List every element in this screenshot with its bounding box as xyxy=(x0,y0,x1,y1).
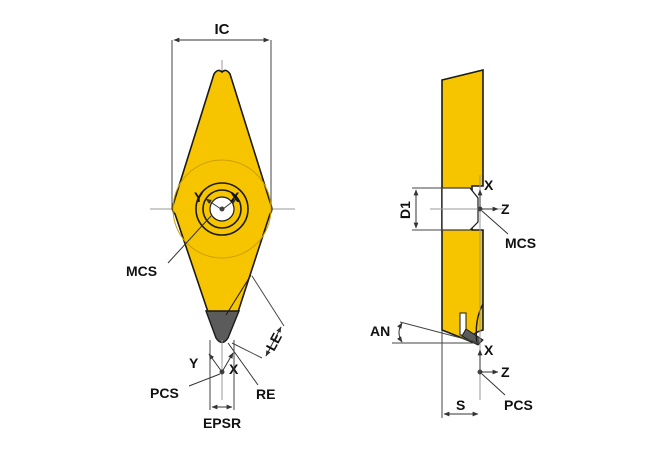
ic-label: IC xyxy=(215,21,230,38)
cutting-tip xyxy=(204,310,241,344)
mcs-origin-point xyxy=(219,206,225,212)
top-view: IC Y X MCS LE Y X P xyxy=(126,21,295,431)
pcs-leader-right xyxy=(481,373,506,396)
mcs-leader-right xyxy=(481,210,509,235)
side-rake-curve xyxy=(475,303,484,345)
epsr-label: EPSR xyxy=(203,415,241,431)
side-view: D1 X Z MCS AN X Z PCS S xyxy=(370,68,536,418)
x-label-side-top: X xyxy=(484,177,494,193)
y-label-top: Y xyxy=(194,189,204,205)
mcs-label-right: MCS xyxy=(505,235,536,251)
pcs-label-left: PCS xyxy=(150,385,179,401)
y-axis-arrow-top xyxy=(205,198,222,210)
z-label-side-top: Z xyxy=(501,201,510,217)
pcs-label-right: PCS xyxy=(504,397,533,413)
y-axis-arrow-bottom xyxy=(208,353,223,373)
z-label-side-bottom: Z xyxy=(501,364,510,380)
an-label: AN xyxy=(370,323,390,339)
an-angle-arc xyxy=(397,322,403,343)
x-axis-arrow-bottom xyxy=(221,352,234,373)
le-extension-bottom xyxy=(231,342,263,359)
pcs-leader-left xyxy=(188,373,221,387)
y-label-bottom: Y xyxy=(189,355,199,371)
le-label: LE xyxy=(263,330,286,353)
le-extension-top xyxy=(251,275,285,327)
x-axis-arrow-top xyxy=(222,198,237,210)
s-label: S xyxy=(456,397,465,413)
le-dimension-line xyxy=(265,326,282,357)
an-angle-line xyxy=(399,321,481,344)
cutting-edge-line xyxy=(225,274,252,316)
mcs-leader-left xyxy=(167,215,212,264)
side-tip xyxy=(461,328,484,346)
inscribed-circle xyxy=(172,159,272,259)
x-label-side-bottom: X xyxy=(484,342,494,358)
mcs-label-left: MCS xyxy=(126,263,157,279)
x-label-top: X xyxy=(230,189,240,205)
re-leader xyxy=(227,342,259,386)
re-label: RE xyxy=(256,386,275,402)
d1-label: D1 xyxy=(397,201,413,219)
